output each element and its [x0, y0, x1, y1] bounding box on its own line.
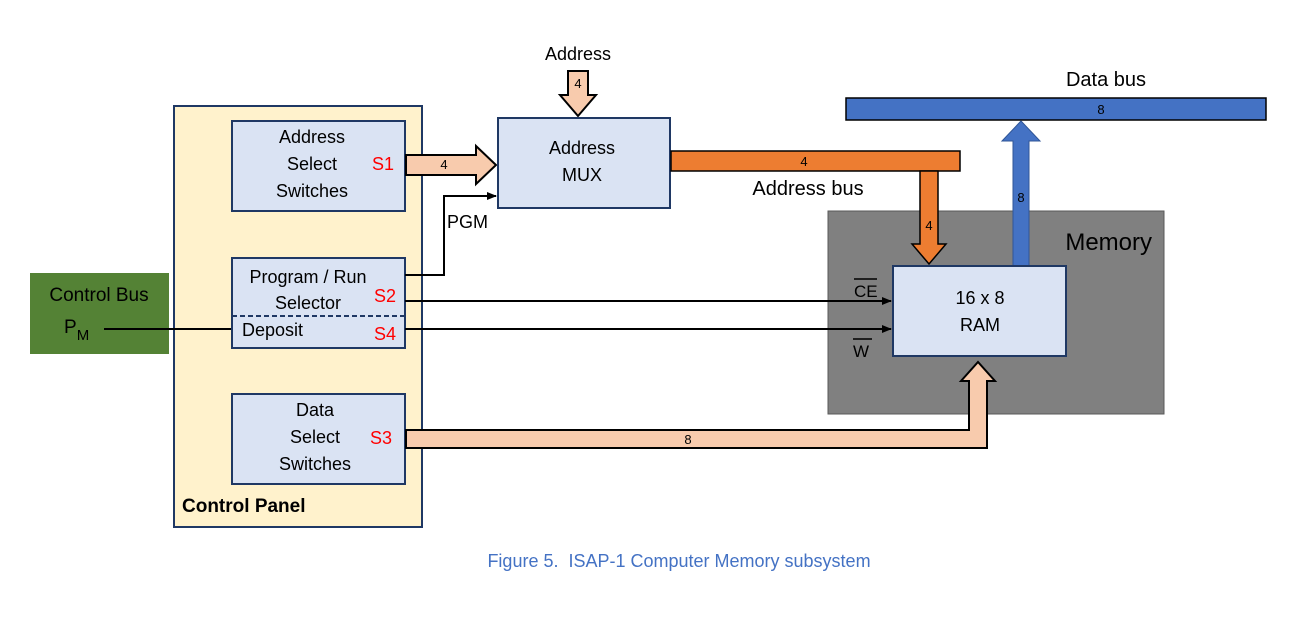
address-select-switches-block — [231, 120, 406, 212]
address-switches-line2: Select — [287, 154, 337, 174]
pgm-label: PGM — [447, 212, 488, 232]
address-bus-width: 4 — [800, 154, 807, 169]
address-mux-line1: Address — [549, 138, 615, 158]
control-bus-box — [30, 273, 169, 354]
s1-bus-width: 4 — [440, 157, 447, 172]
pgm-line — [405, 192, 497, 276]
memory-label: Memory — [1065, 229, 1152, 256]
data-switches-line3: Switches — [279, 454, 351, 474]
switch-s2-label: S2 — [374, 286, 396, 306]
data-bus-width: 8 — [1097, 102, 1104, 117]
address-switches-line3: Switches — [276, 181, 348, 201]
w-label: W — [853, 342, 869, 361]
program-run-line2: Selector — [275, 293, 341, 313]
data-switch-bus-width: 8 — [684, 432, 691, 447]
deposit-label: Deposit — [242, 320, 303, 340]
address-switches-line1: Address — [279, 127, 345, 147]
ram-line1: 16 x 8 — [955, 288, 1004, 308]
ce-label: CE — [854, 282, 878, 301]
address-input-width: 4 — [574, 76, 581, 91]
pm-signal-main: P — [64, 317, 77, 338]
control-panel-title: Control Panel — [182, 496, 306, 517]
switch-s4-label: S4 — [374, 324, 396, 344]
pm-signal-label: PM — [64, 317, 89, 344]
address-bus-to-ram-arrow — [910, 170, 948, 266]
switch-s1-label: S1 — [372, 154, 394, 174]
data-bus-label: Data bus — [1066, 69, 1146, 91]
switch-s3-label: S3 — [370, 428, 392, 448]
program-run-selector-block — [231, 257, 406, 349]
address-mux-line2: MUX — [562, 165, 602, 185]
ram-block — [892, 265, 1067, 357]
address-bus-to-ram-width: 4 — [925, 218, 932, 233]
data-bus — [845, 97, 1267, 121]
address-input-label: Address — [545, 44, 611, 64]
data-switches-line2: Select — [290, 427, 340, 447]
address-bus — [670, 150, 961, 172]
ram-to-data-bus-arrow — [1000, 120, 1042, 267]
data-switches-to-ram-bus — [405, 360, 998, 449]
address-mux-block — [497, 117, 671, 209]
pm-signal-sub: M — [77, 327, 90, 344]
data-switches-line1: Data — [296, 400, 335, 420]
program-run-line1: Program / Run — [249, 267, 366, 287]
figure-caption: Figure 5. ISAP-1 Computer Memory subsyst… — [487, 551, 870, 571]
address-input-arrow — [557, 70, 599, 118]
ram-to-data-bus-width: 8 — [1017, 190, 1024, 205]
control-bus-label: Control Bus — [49, 285, 148, 306]
s1-to-mux-arrow — [405, 143, 498, 187]
ram-line2: RAM — [960, 315, 1000, 335]
address-bus-label: Address bus — [752, 178, 863, 200]
